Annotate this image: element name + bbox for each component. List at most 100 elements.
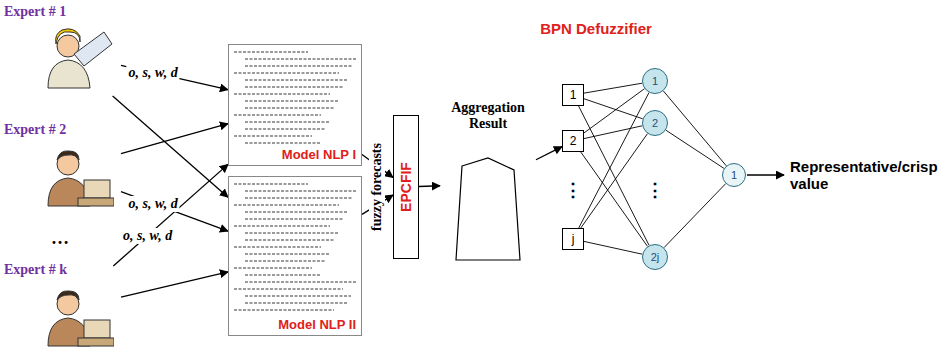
network-link — [584, 126, 642, 139]
formula-line — [245, 260, 326, 262]
expert-illustration — [34, 24, 114, 90]
formula-line — [234, 183, 308, 185]
formula-image — [229, 177, 363, 337]
flow-arrow — [121, 124, 228, 154]
flow-arrow — [113, 164, 228, 266]
formula-line — [245, 218, 344, 220]
network-link — [581, 152, 648, 246]
node-text: Expert # 2 — [4, 122, 121, 138]
desk-monitor — [84, 320, 110, 338]
input-neuron: 2 — [562, 130, 584, 152]
fusion-box: EPCFIF — [393, 115, 419, 259]
formula-line — [245, 239, 335, 241]
network-link — [663, 91, 726, 166]
formula-line — [234, 288, 343, 290]
formula-line — [245, 58, 356, 60]
model-box: Model NLP II — [228, 176, 362, 336]
formula-line — [234, 93, 330, 95]
desk — [78, 338, 114, 346]
formula-line — [245, 100, 338, 102]
hidden-neuron: 2 — [642, 110, 668, 136]
formula-line — [245, 295, 351, 297]
network-link — [584, 89, 645, 133]
flow-arrow — [121, 192, 228, 232]
hidden-neuron: 1 — [642, 68, 668, 94]
node-text: Expert # k — [4, 262, 121, 278]
formula-line — [245, 190, 356, 192]
input-neuron: 1 — [562, 84, 584, 106]
formula-line — [245, 65, 353, 67]
input-neuron: j — [562, 228, 584, 250]
node-text: 1 — [570, 89, 577, 101]
formula-line — [234, 114, 321, 116]
aggregation-shape: Aggregation Result — [440, 100, 536, 268]
output-arrow — [747, 174, 784, 175]
formula-line — [245, 86, 344, 88]
formula-line — [234, 72, 339, 74]
formula-line — [245, 79, 347, 81]
flow-arrow — [113, 96, 228, 197]
node-text: Model NLP I — [281, 147, 357, 162]
ellipsis: ⋮ — [646, 179, 664, 201]
expert-illustration — [34, 142, 114, 208]
node-text: 2 — [570, 135, 577, 147]
output-neuron: 1 — [722, 163, 746, 187]
node-text: 1 — [731, 170, 737, 181]
flow-arrow — [536, 147, 562, 160]
formula-line — [234, 225, 330, 227]
formula-line — [245, 128, 326, 130]
network-link — [584, 241, 642, 254]
expert-illustration — [34, 282, 114, 348]
node-text: Aggregation Result — [440, 100, 536, 132]
aggregation-outline — [440, 156, 536, 266]
expert-figure: Expert # 2 — [4, 122, 121, 210]
hidden-neuron: 2j — [642, 244, 668, 270]
network-link — [666, 130, 724, 168]
desk — [78, 198, 114, 206]
formula-line — [245, 253, 329, 255]
ellipsis: … — [51, 228, 69, 249]
flow-arrow — [121, 65, 228, 89]
edge-label: o, s, w, d — [126, 65, 179, 81]
formula-line — [245, 211, 347, 213]
network-link — [584, 99, 643, 119]
network-link — [581, 134, 648, 228]
expert-hair — [57, 151, 79, 160]
node-text: j — [572, 233, 575, 245]
formula-line — [234, 204, 339, 206]
network-link — [664, 184, 726, 248]
formula-line — [245, 197, 353, 199]
formula-line — [234, 51, 308, 53]
formula-line — [234, 246, 321, 248]
node-text: 2j — [651, 252, 660, 263]
formula-line — [234, 309, 334, 311]
ellipsis: ⋮ — [564, 179, 582, 201]
node-text: 2 — [652, 118, 658, 129]
output-label: Representative/crisp value — [790, 158, 938, 193]
network-link — [579, 106, 650, 245]
network-title: BPN Defuzzifier — [540, 20, 652, 37]
formula-line — [245, 232, 338, 234]
desk-monitor — [84, 180, 110, 198]
node-text: Model NLP II — [277, 317, 357, 332]
flow-label: fuzzy forecasts — [369, 141, 385, 233]
edge-label: o, s, w, d — [121, 228, 174, 244]
expert-hair — [57, 291, 79, 300]
formula-line — [245, 281, 357, 283]
node-text: 1 — [652, 76, 658, 87]
expert-figure: Expert # 1 — [4, 4, 121, 92]
formula-line — [245, 302, 348, 304]
formula-line — [234, 267, 312, 269]
formula-line — [245, 107, 335, 109]
node-text: EPCFIF — [398, 162, 414, 212]
blueprint — [74, 32, 112, 66]
network-link — [579, 93, 649, 228]
formula-line — [245, 142, 320, 144]
flow-arrow — [121, 272, 228, 297]
expert-hair — [56, 29, 80, 44]
formula-line — [245, 274, 320, 276]
flow-arrow — [419, 185, 440, 187]
formula-line — [234, 135, 312, 137]
node-text: Expert # 1 — [4, 4, 121, 20]
